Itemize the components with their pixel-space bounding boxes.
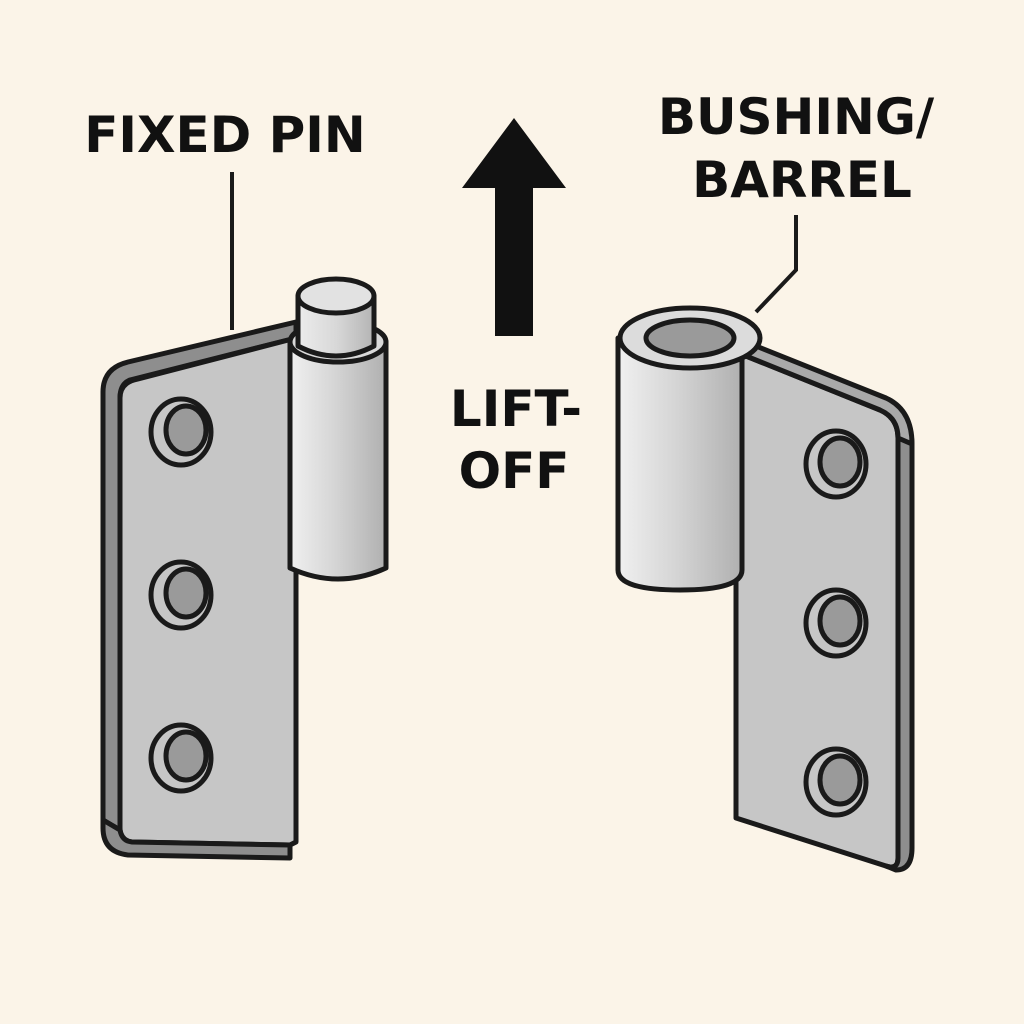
left-plate-bottom-edge xyxy=(100,817,293,861)
lift-off-label-line2: OFF xyxy=(459,442,570,500)
fixed-pin-hinge-leaf xyxy=(100,276,389,861)
bushing-bore xyxy=(643,317,737,359)
screw-hole xyxy=(817,753,863,807)
leader-lines xyxy=(230,172,798,330)
screw-hole xyxy=(817,594,863,648)
bushing-hinge-leaf xyxy=(615,305,915,873)
fixed-pin-top xyxy=(295,276,377,316)
fixed-pin-label: FIXED PIN xyxy=(84,106,365,164)
lift-off-label-line1: LIFT- xyxy=(450,380,582,438)
screw-hole xyxy=(163,729,209,783)
bushing-label-line2: BARREL xyxy=(692,151,912,209)
bushing-label-line1: BUSHING/ xyxy=(658,88,935,146)
screw-hole xyxy=(163,566,209,620)
screw-hole xyxy=(817,435,863,489)
right-plate-top-edge xyxy=(733,335,915,447)
screw-hole xyxy=(163,403,209,457)
up-arrow-icon xyxy=(462,118,566,336)
bushing-barrel xyxy=(615,335,745,593)
bushing-leader-line xyxy=(754,215,798,314)
left-screw-holes xyxy=(148,396,214,794)
left-knuckle-barrel xyxy=(287,339,389,582)
right-screw-holes xyxy=(803,428,869,818)
